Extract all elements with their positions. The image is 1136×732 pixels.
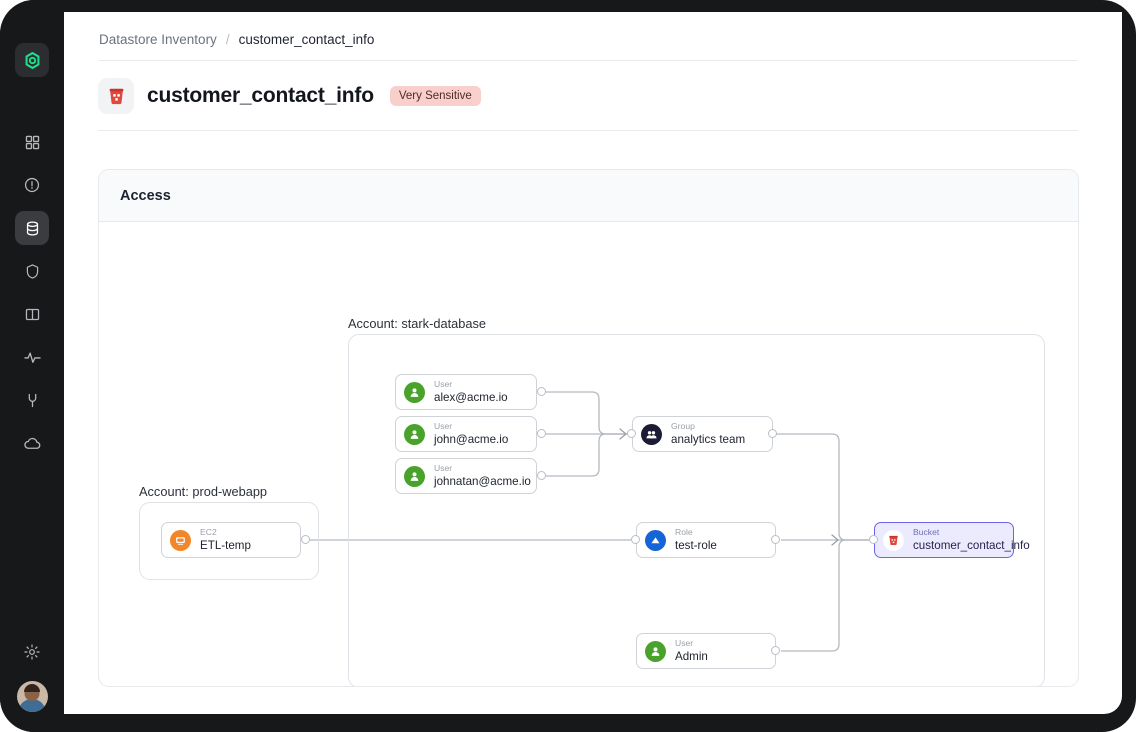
port-john-out[interactable]: [537, 429, 546, 438]
edge-admin-bucket: [781, 539, 869, 652]
breadcrumb-separator: /: [225, 32, 230, 47]
graph-edges: [306, 391, 869, 652]
cloud-icon: [23, 437, 40, 449]
sidebar-item-security[interactable]: [15, 254, 49, 288]
port-testrole-in[interactable]: [631, 535, 640, 544]
sidebar-item-cloud[interactable]: [15, 426, 49, 460]
node-name: john@acme.io: [434, 432, 509, 446]
port-analytics-in[interactable]: [627, 429, 636, 438]
arrowhead-bucket-in: [831, 534, 839, 546]
node-group-analytics-team[interactable]: Group analytics team: [632, 416, 773, 452]
s3-bucket-icon: [883, 529, 904, 551]
node-kind: User: [434, 421, 453, 432]
access-card-title: Access: [120, 187, 171, 204]
port-analytics-out[interactable]: [768, 429, 777, 438]
arrowhead-analytics-in: [619, 428, 627, 440]
access-card: Access: [98, 169, 1079, 687]
sidebar-item-settings[interactable]: [15, 635, 49, 669]
node-user-alex[interactable]: User alex@acme.io: [395, 374, 537, 410]
account-box-prod-webapp: [139, 502, 319, 580]
breadcrumb-current: customer_contact_info: [238, 32, 375, 47]
avatar[interactable]: [16, 681, 48, 712]
port-alex-out[interactable]: [537, 387, 546, 396]
node-kind: Role: [675, 527, 693, 538]
access-card-body: Account: prod-webapp Account: stark-data…: [99, 222, 1078, 686]
avatar-body: [18, 699, 46, 712]
node-name: johnatan@acme.io: [434, 474, 531, 488]
user-icon: [404, 381, 425, 403]
node-role-test-role[interactable]: Role test-role: [636, 522, 776, 558]
node-kind: User: [675, 638, 694, 649]
page-title: customer_contact_info: [147, 84, 374, 107]
node-kind: Bucket: [913, 527, 940, 538]
node-name: alex@acme.io: [434, 390, 508, 404]
sidebar-item-datastores[interactable]: [15, 211, 49, 245]
app-logo[interactable]: [15, 43, 49, 77]
port-etl-out[interactable]: [301, 535, 310, 544]
access-card-header: Access: [99, 170, 1078, 222]
node-user-johnatan[interactable]: User johnatan@acme.io: [395, 458, 537, 494]
s3-bucket-icon: [109, 88, 123, 104]
ec2-icon: [170, 529, 191, 551]
node-bucket-customer-contact-info[interactable]: Bucket customer_contact_info: [874, 522, 1030, 558]
sidebar-item-alerts[interactable]: [15, 168, 49, 202]
node-kind: User: [434, 379, 453, 390]
status-badge: Very Sensitive: [389, 86, 481, 106]
database-icon: [26, 220, 38, 236]
avatar-hair: [24, 684, 40, 692]
header-divider-top: [98, 60, 1078, 61]
grid-icon: [25, 135, 39, 149]
activity-icon: [23, 351, 41, 363]
node-kind: EC2: [200, 527, 217, 538]
account-box-stark-database: [348, 334, 1045, 686]
sidebar-item-catalog[interactable]: [15, 297, 49, 331]
port-bucket-in[interactable]: [869, 535, 878, 544]
user-icon: [404, 423, 425, 445]
node-kind: Group: [671, 421, 695, 432]
sidebar-item-integrations[interactable]: [15, 383, 49, 417]
book-icon: [25, 308, 39, 320]
role-icon: [645, 529, 666, 551]
alert-circle-icon: [24, 177, 40, 193]
hexagon-gear-icon: [25, 51, 39, 69]
node-user-admin[interactable]: User Admin: [636, 633, 776, 669]
header-divider-bottom: [98, 130, 1078, 131]
group-icon: [641, 423, 662, 445]
node-user-john[interactable]: User john@acme.io: [395, 416, 537, 452]
node-name: analytics team: [671, 432, 746, 446]
node-ec2-etl-temp[interactable]: EC2 ETL-temp: [161, 522, 301, 558]
shield-icon: [26, 263, 38, 279]
port-johnatan-out[interactable]: [537, 471, 546, 480]
node-name: ETL-temp: [200, 538, 251, 552]
port-testrole-out[interactable]: [771, 535, 780, 544]
sidebar-bottom: [0, 635, 64, 712]
account-label-prod-webapp: Account: prod-webapp: [139, 484, 268, 499]
page-header: customer_contact_info Very Sensitive: [98, 76, 481, 116]
node-name: Admin: [675, 649, 708, 663]
breadcrumb: Datastore Inventory / customer_contact_i…: [99, 32, 374, 47]
access-graph-canvas[interactable]: Account: prod-webapp Account: stark-data…: [99, 222, 1078, 686]
user-icon: [645, 640, 666, 662]
node-name: test-role: [675, 538, 717, 552]
datastore-icon-wrap: [98, 78, 134, 114]
sidebar-nav: [15, 125, 49, 460]
node-name: customer_contact_info: [913, 538, 1030, 552]
user-icon: [404, 465, 425, 487]
sidebar: [0, 0, 64, 732]
port-admin-out[interactable]: [771, 646, 780, 655]
edge-johnatan-analytics: [542, 433, 627, 477]
plug-icon: [28, 393, 36, 407]
gear-icon: [24, 644, 40, 660]
page-content: Datastore Inventory / customer_contact_i…: [64, 12, 1122, 714]
node-kind: User: [434, 463, 453, 474]
breadcrumb-root[interactable]: Datastore Inventory: [99, 32, 217, 47]
sidebar-item-dashboard[interactable]: [15, 125, 49, 159]
sidebar-item-activity[interactable]: [15, 340, 49, 374]
account-label-stark-database: Account: stark-database: [348, 316, 486, 331]
